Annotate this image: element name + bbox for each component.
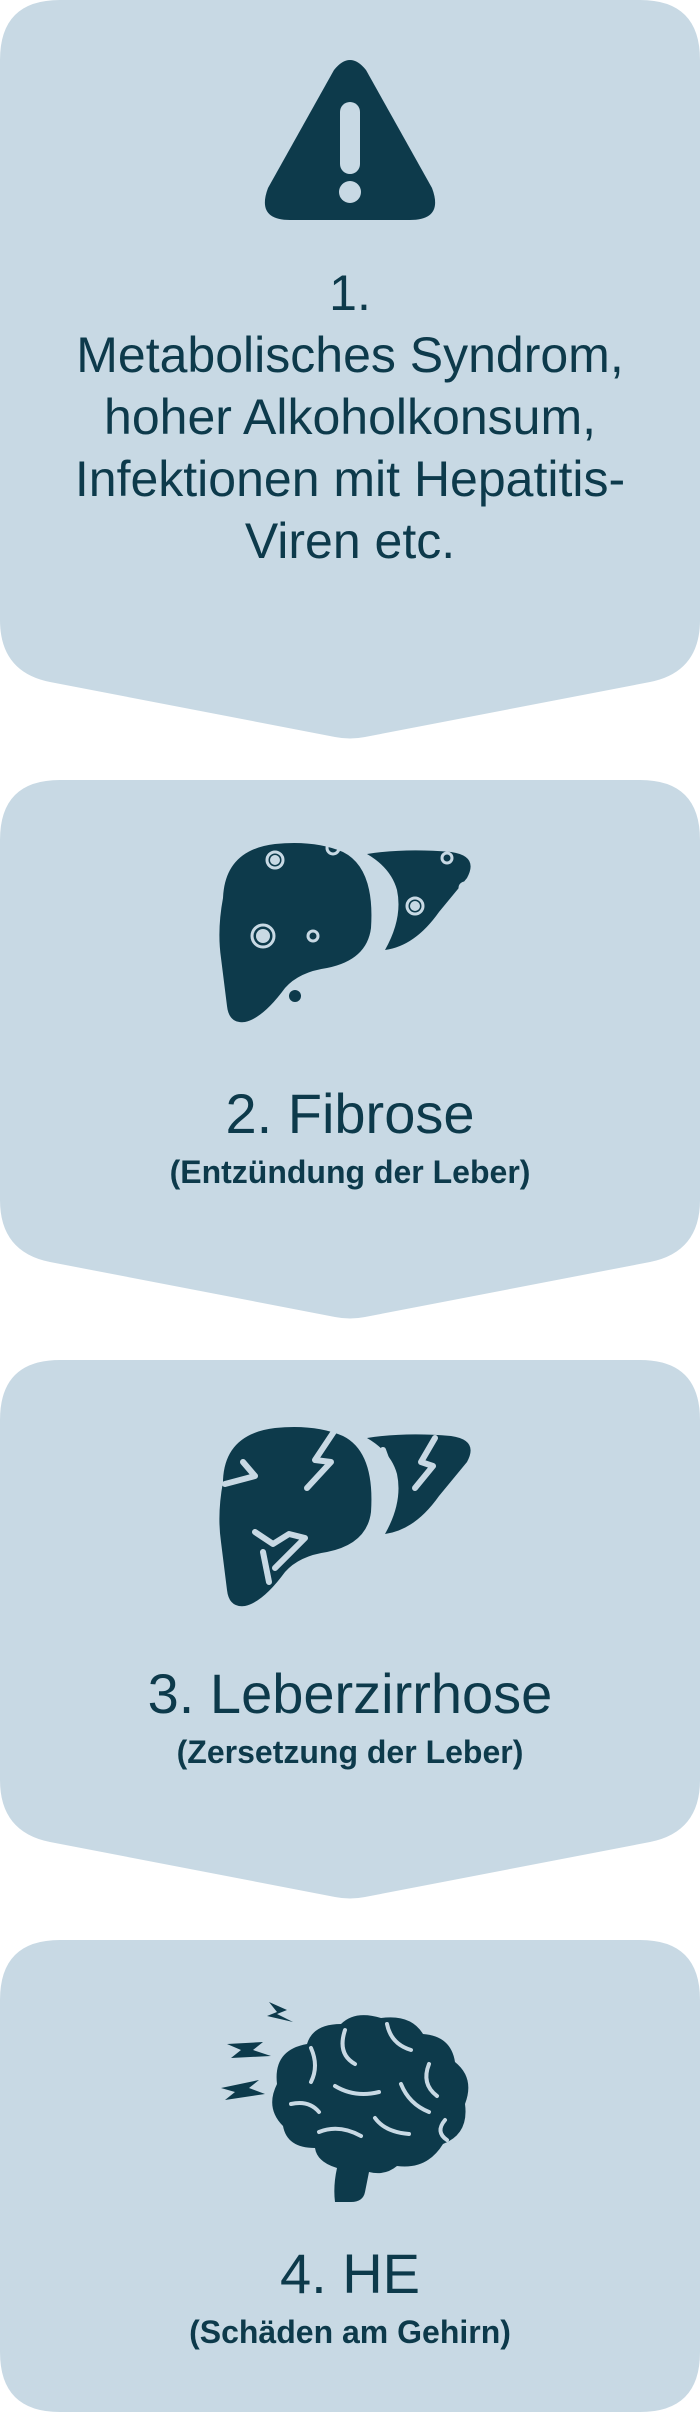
step-3-subtitle: (Zersetzung der Leber) <box>176 1734 524 1770</box>
step-card-1: 1. Metabolisches Syndrom, hoher Alkoholk… <box>0 0 700 745</box>
step-2-subtitle: (Entzündung der Leber) <box>169 1154 531 1190</box>
step-1-line-4: Viren etc. <box>244 513 456 569</box>
step-1-number: 1. <box>329 265 371 321</box>
card-arrow-shape <box>0 780 700 1319</box>
step-2-title: 2. Fibrose <box>225 1082 475 1145</box>
step-card-4: 4. HE (Schäden am Gehirn) <box>0 1940 700 2412</box>
brain-lightning-icon <box>0 2000 700 2205</box>
warning-triangle-icon <box>0 58 700 223</box>
step-2-text: 2. Fibrose (Entzündung der Leber) <box>0 1082 700 1192</box>
step-1-line-2: hoher Alkoholkonsum, <box>104 389 596 445</box>
step-3-title: 3. Leberzirrhose <box>147 1662 553 1725</box>
step-3-text: 3. Leberzirrhose (Zersetzung der Leber) <box>0 1662 700 1772</box>
card-arrow-shape <box>0 1360 700 1899</box>
step-4-title: 4. HE <box>279 2242 421 2305</box>
step-card-2: 2. Fibrose (Entzündung der Leber) <box>0 780 700 1325</box>
card-arrow-shape <box>0 0 700 739</box>
liver-cracked-icon <box>0 1422 700 1617</box>
step-card-3: 3. Leberzirrhose (Zersetzung der Leber) <box>0 1360 700 1905</box>
liver-virus-icon <box>0 838 700 1038</box>
step-1-text: 1. Metabolisches Syndrom, hoher Alkoholk… <box>0 262 700 572</box>
step-1-line-1: Metabolisches Syndrom, <box>76 327 624 383</box>
step-1-line-3: Infektionen mit Hepatitis- <box>74 451 626 507</box>
step-4-subtitle: (Schäden am Gehirn) <box>189 2314 511 2350</box>
step-4-text: 4. HE (Schäden am Gehirn) <box>0 2242 700 2352</box>
